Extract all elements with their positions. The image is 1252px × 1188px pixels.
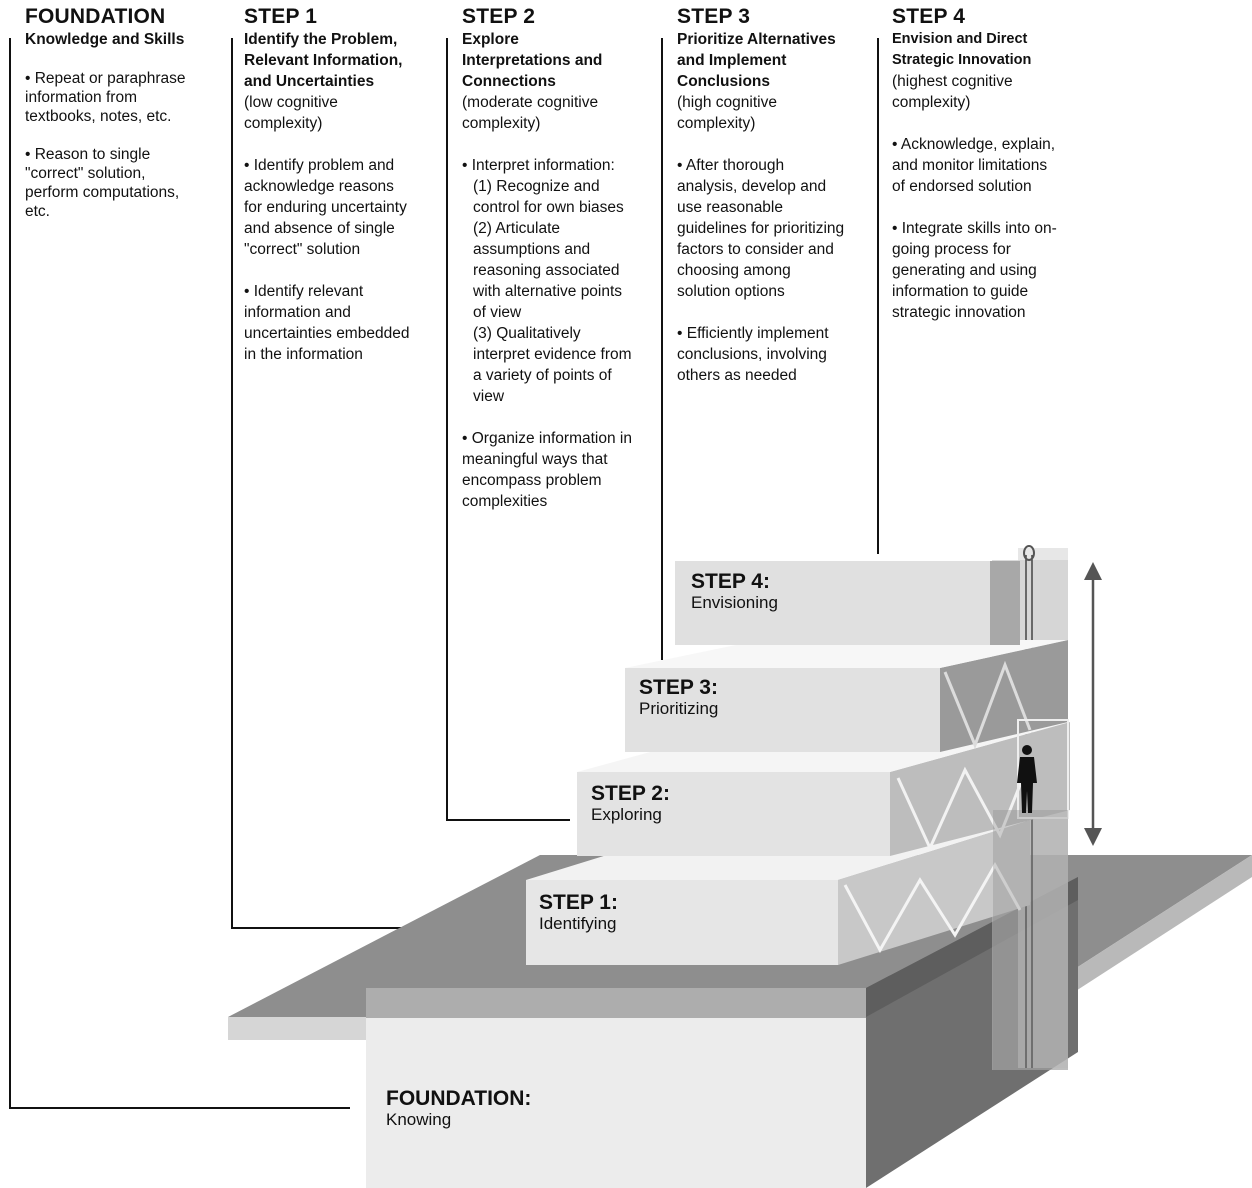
column-step2: STEP 2 Explore Interpretations and Conne…: [462, 6, 662, 512]
connector-step2: [446, 38, 570, 821]
bullet: • Acknowledge, explain, and monitor limi…: [892, 136, 1056, 195]
level-label-step4: STEP 4: Envisioning: [691, 570, 778, 612]
column-complexity: (low cognitive complexity): [244, 94, 338, 132]
step2-block: [577, 722, 1070, 856]
column-heading: FOUNDATION: [25, 5, 166, 28]
bullet: • Integrate skills into on- going proces…: [892, 220, 1057, 321]
bullet: • Interpret information: (1) Recognize a…: [462, 157, 632, 405]
bullet: • Repeat or paraphrase information from …: [25, 70, 186, 125]
connector-foundation: [9, 38, 350, 1109]
column-heading: STEP 1: [244, 5, 318, 28]
column-subtitle: Explore Interpretations and Connections: [462, 31, 603, 90]
double-headed-vertical-arrow-icon: [1084, 562, 1102, 846]
step4-block: [675, 561, 1020, 645]
column-subtitle: Prioritize Alternatives and Implement Co…: [677, 31, 836, 90]
column-subtitle: Knowledge and Skills: [25, 31, 185, 48]
column-foundation: FOUNDATION Knowledge and Skills • Repeat…: [25, 6, 225, 221]
bullet: • Identify relevant information and unce…: [244, 283, 410, 363]
bullet: • Reason to single "correct" solution, p…: [25, 146, 180, 220]
column-step1: STEP 1 Identify the Problem, Relevant In…: [244, 6, 444, 365]
column-complexity: (highest cognitive complexity): [892, 73, 1013, 111]
column-step3: STEP 3 Prioritize Alternatives and Imple…: [677, 6, 877, 386]
person-silhouette-icon: [1017, 745, 1037, 813]
bullet: • Identify problem and acknowledge reaso…: [244, 157, 407, 258]
level-label-foundation: FOUNDATION: Knowing: [386, 1087, 532, 1129]
column-subtitle: Identify the Problem, Relevant Informati…: [244, 31, 403, 90]
level-label-step1: STEP 1: Identifying: [539, 891, 618, 933]
column-step4: STEP 4 Envision and Direct Strategic Inn…: [892, 6, 1092, 323]
bullet: • After thorough analysis, develop and u…: [677, 157, 845, 300]
column-complexity: (high cognitive complexity): [677, 94, 777, 132]
column-heading: STEP 4: [892, 5, 966, 28]
bullet: • Organize information in meaningful way…: [462, 430, 632, 510]
level-label-step2: STEP 2: Exploring: [591, 782, 670, 824]
level-label-step3: STEP 3: Prioritizing: [639, 676, 719, 718]
elevator-shaft-front: [993, 719, 1069, 1070]
foundation-block: [366, 877, 1078, 1188]
column-heading: STEP 3: [677, 5, 751, 28]
column-complexity: (moderate cognitive complexity): [462, 94, 599, 132]
column-heading: STEP 2: [462, 5, 536, 28]
bullet: • Efficiently implement conclusions, inv…: [677, 325, 829, 384]
step3-block: [625, 640, 1068, 752]
column-subtitle: Envision and Direct Strategic Innovation: [892, 31, 1032, 68]
